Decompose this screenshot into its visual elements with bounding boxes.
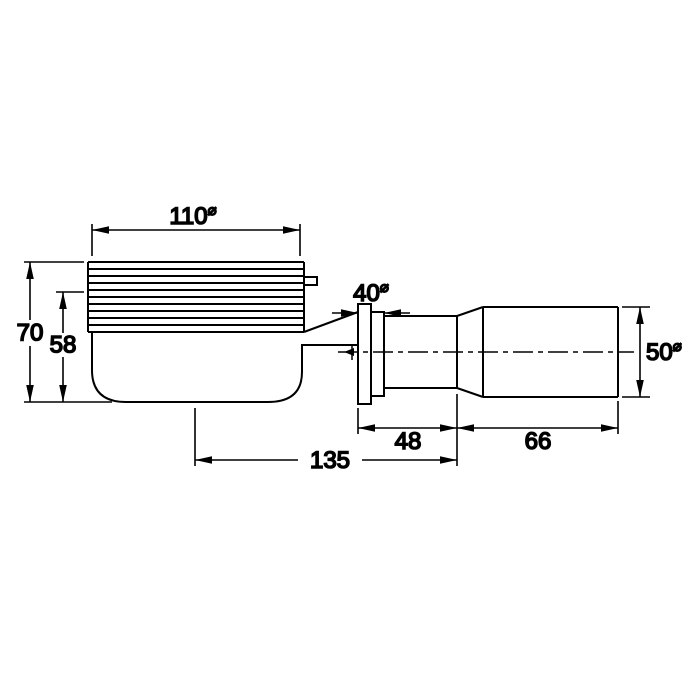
taper-bottom-edge xyxy=(456,387,484,398)
outlet-flange xyxy=(357,303,385,405)
flange-ring-outer xyxy=(357,303,372,405)
dimension-label-58: 58 xyxy=(50,332,77,359)
trap-pot xyxy=(91,332,358,403)
dim-pipe-length: 66 xyxy=(457,401,619,456)
dim-outlet-diameter: 40⌀ xyxy=(332,278,410,317)
dimension-label-50: 50⌀ xyxy=(646,338,682,366)
dim-top-diameter: 110⌀ xyxy=(91,201,301,256)
diameter-symbol: ⌀ xyxy=(673,338,682,355)
outlet-top-edge xyxy=(303,311,359,333)
datum-mark xyxy=(344,344,354,360)
dim-pipe-diameter: 50⌀ xyxy=(622,306,682,398)
collar-tab xyxy=(303,276,318,286)
dimension-label-40: 40⌀ xyxy=(353,279,389,307)
threaded-collar xyxy=(87,261,318,333)
dim-flange-length: 48 xyxy=(357,394,458,466)
dimension-label-110: 110⌀ xyxy=(169,202,216,230)
taper-top-edge xyxy=(456,306,484,317)
diameter-symbol: ⌀ xyxy=(380,279,389,296)
diameter-symbol: ⌀ xyxy=(208,202,217,219)
pipe-taper xyxy=(456,306,484,398)
dim-total-height: 70 xyxy=(16,261,112,403)
dimension-label-48: 48 xyxy=(395,428,422,455)
datum-arrow xyxy=(344,348,354,356)
dim-total-length: 135 xyxy=(194,408,457,475)
dim-inner-height: 58 xyxy=(49,291,84,402)
flange-ring-inner xyxy=(370,311,385,397)
dimension-label-135: 135 xyxy=(310,447,350,474)
dimension-label-70: 70 xyxy=(17,320,44,347)
dimension-label-66: 66 xyxy=(525,428,552,455)
drain-trap-body xyxy=(87,261,634,405)
